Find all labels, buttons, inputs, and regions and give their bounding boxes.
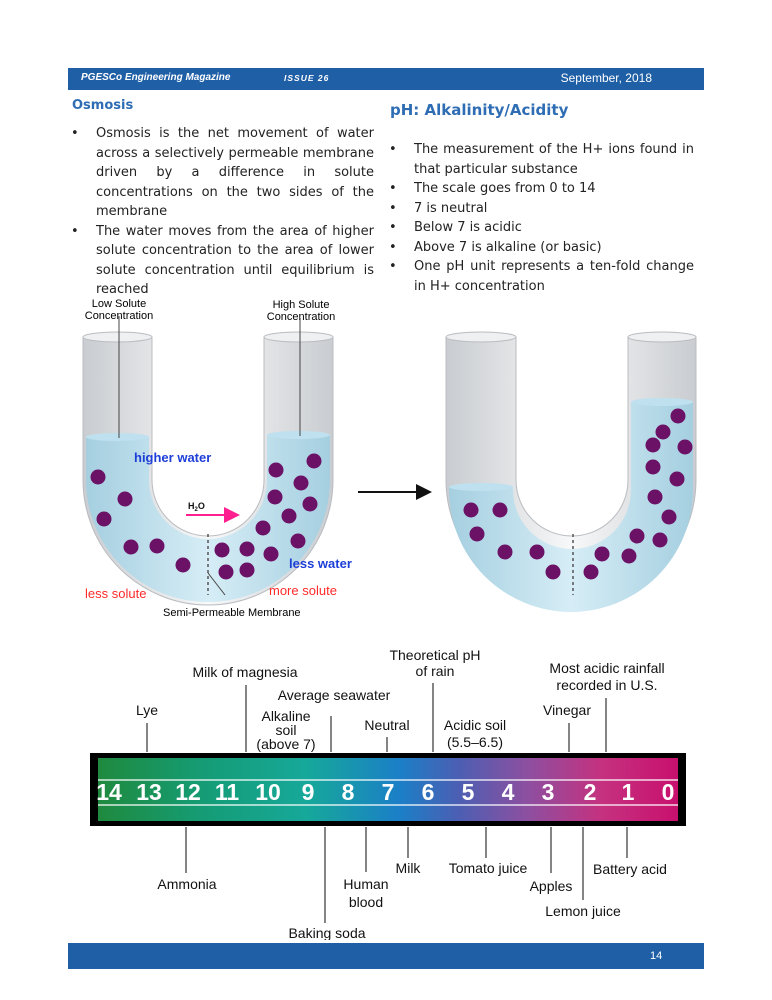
page-header: PGESCo Engineering Magazine ISSUE 26 Sep… bbox=[68, 68, 704, 90]
low-solute-label-1: Low Solute bbox=[92, 298, 146, 310]
label-neutral: Neutral bbox=[364, 717, 409, 733]
ph-number-4: 4 bbox=[502, 779, 515, 805]
label-human-blood-2: blood bbox=[349, 894, 383, 910]
ph-number-2: 2 bbox=[584, 779, 597, 805]
osmosis-diagram: Low Solute Concentration High Solute Con… bbox=[82, 298, 697, 619]
label-acidic-rainfall-1: Most acidic rainfall bbox=[549, 660, 664, 676]
label-vinegar: Vinegar bbox=[543, 702, 591, 718]
list-item: The scale goes from 0 to 14 bbox=[389, 179, 694, 199]
ph-number-10: 10 bbox=[255, 779, 281, 805]
less-solute-label: less solute bbox=[85, 586, 146, 601]
u-tube-right bbox=[445, 331, 697, 612]
label-acidic-soil-1: Acidic soil bbox=[444, 717, 506, 733]
label-alkaline-soil-1: Alkaline bbox=[261, 708, 310, 724]
ph-heading: pH: Alkalinity/Acidity bbox=[390, 101, 569, 119]
label-theoretical-rain-2: of rain bbox=[416, 663, 455, 679]
label-apples: Apples bbox=[530, 878, 573, 894]
ph-pointer-lines bbox=[146, 683, 628, 923]
label-acidic-rainfall-2: recorded in U.S. bbox=[556, 677, 657, 693]
label-acidic-soil-2: (5.5–6.5) bbox=[447, 734, 503, 750]
ph-gradient-bar bbox=[98, 758, 678, 821]
page-footer: 14 bbox=[68, 943, 704, 969]
magazine-name: PGESCo Engineering Magazine bbox=[81, 72, 231, 83]
ph-number-14: 14 bbox=[96, 779, 122, 805]
ph-number-13: 13 bbox=[136, 779, 162, 805]
high-solute-label-2: Concentration bbox=[267, 311, 336, 323]
ph-number-0: 0 bbox=[662, 779, 675, 805]
label-lye: Lye bbox=[136, 702, 158, 718]
list-item: Osmosis is the net movement of water acr… bbox=[71, 124, 374, 222]
h2o-label: H2O bbox=[188, 501, 205, 513]
high-solute-label-1: High Solute bbox=[273, 299, 330, 311]
list-item: The measurement of the H+ ions found in … bbox=[389, 140, 694, 179]
ph-number-3: 3 bbox=[542, 779, 555, 805]
issue-date: September, 2018 bbox=[560, 71, 652, 85]
ph-number-8: 8 bbox=[342, 779, 355, 805]
label-milk: Milk bbox=[396, 860, 422, 876]
ph-number-1: 1 bbox=[622, 779, 635, 805]
label-alkaline-soil-2: soil bbox=[275, 722, 296, 738]
ph-numbers: 14 13 12 11 10 9 8 7 6 5 4 3 2 1 0 bbox=[96, 779, 674, 805]
label-lemon-juice: Lemon juice bbox=[545, 903, 621, 919]
label-tomato-juice: Tomato juice bbox=[449, 860, 528, 876]
label-theoretical-rain-1: Theoretical pH bbox=[389, 647, 480, 663]
label-ammonia: Ammonia bbox=[157, 876, 216, 892]
ph-number-11: 11 bbox=[215, 779, 240, 805]
label-baking-soda: Baking soda bbox=[288, 925, 365, 940]
osmosis-heading: Osmosis bbox=[72, 98, 134, 113]
ph-number-9: 9 bbox=[302, 779, 315, 805]
list-item: Above 7 is alkaline (or basic) bbox=[389, 238, 694, 258]
higher-water-label: higher water bbox=[134, 450, 211, 465]
less-water-label: less water bbox=[289, 556, 352, 571]
ph-number-5: 5 bbox=[462, 779, 475, 805]
label-human-blood-1: Human bbox=[343, 876, 388, 892]
low-solute-label-2: Concentration bbox=[85, 310, 154, 322]
ph-number-7: 7 bbox=[382, 779, 395, 805]
membrane-label: Semi-Permeable Membrane bbox=[163, 607, 301, 619]
list-item: One pH unit represents a ten-fold change… bbox=[389, 257, 694, 296]
label-average-seawater: Average seawater bbox=[278, 687, 391, 703]
list-item: Below 7 is acidic bbox=[389, 218, 694, 238]
label-milk-of-magnesia: Milk of magnesia bbox=[192, 664, 297, 680]
list-item: 7 is neutral bbox=[389, 199, 694, 219]
ph-scale-diagram: 14 13 12 11 10 9 8 7 6 5 4 3 2 1 0 Lye M… bbox=[90, 647, 686, 940]
more-solute-label: more solute bbox=[269, 583, 337, 598]
issue-number: ISSUE 26 bbox=[284, 73, 330, 83]
page-number: 14 bbox=[650, 950, 663, 962]
label-alkaline-soil-3: (above 7) bbox=[256, 736, 315, 752]
ph-number-12: 12 bbox=[175, 779, 201, 805]
label-battery-acid: Battery acid bbox=[593, 861, 667, 877]
osmosis-bullets: Osmosis is the net movement of water acr… bbox=[71, 124, 374, 300]
ph-bullets: The measurement of the H+ ions found in … bbox=[389, 140, 694, 296]
ph-number-6: 6 bbox=[422, 779, 435, 805]
u-tube-left bbox=[82, 316, 334, 606]
list-item: The water moves from the area of higher … bbox=[71, 222, 374, 300]
